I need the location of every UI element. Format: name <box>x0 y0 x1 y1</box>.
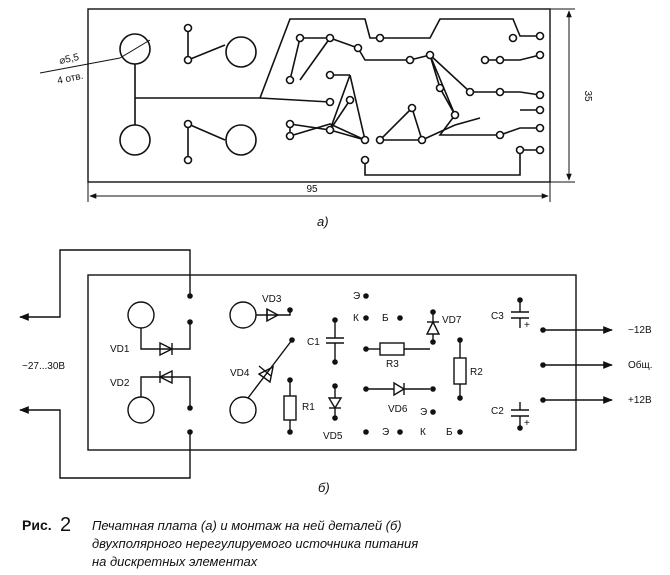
caption-line: на дискретных элементах <box>92 554 258 569</box>
subfigure-b-label: б) <box>318 480 330 495</box>
assembly-layout <box>19 249 613 479</box>
dimension-lines <box>39 8 575 202</box>
width-dimension: 95 <box>306 184 318 195</box>
pin-k-label: К <box>420 427 426 438</box>
caption-number: 2 <box>60 514 71 536</box>
caption-line: Печатная плата (а) и монтаж на ней детал… <box>92 518 402 533</box>
caption-line: двухполярного нерегулируемого источника … <box>92 536 418 551</box>
mounting-hole <box>225 124 257 156</box>
label-r3: R3 <box>386 359 399 370</box>
hole-count-label: 4 отв. <box>56 71 84 87</box>
pcb-outline <box>87 8 551 183</box>
label-r2: R2 <box>470 367 483 378</box>
input-voltage-label: ~27...30В <box>22 361 65 372</box>
assembly-pads <box>187 293 546 435</box>
hole-diameter-label: ⌀5,5 <box>58 52 80 67</box>
output-neg12-label: −12В <box>628 325 652 336</box>
label-vd5: VD5 <box>323 431 343 442</box>
label-vd2: VD2 <box>110 378 130 389</box>
label-r1: R1 <box>302 402 315 413</box>
label-vd3: VD3 <box>262 294 282 305</box>
label-vd6: VD6 <box>388 404 408 415</box>
pin-b-label: Б <box>382 313 389 324</box>
pin-e-label: Э <box>420 407 427 418</box>
polarity-plus: + <box>524 320 530 331</box>
mounting-hole <box>119 124 151 156</box>
pin-e-label: Э <box>353 291 360 302</box>
pcb-layout <box>87 8 551 183</box>
assembly-outline <box>87 274 577 451</box>
output-common-label: Общ. <box>628 359 653 371</box>
label-c3: C3 <box>491 311 504 322</box>
height-dimension: 35 <box>582 90 593 102</box>
label-vd7: VD7 <box>442 315 462 326</box>
label-vd1: VD1 <box>110 344 130 355</box>
pin-k-label: К <box>353 313 359 324</box>
output-pos12-label: +12В <box>628 395 652 406</box>
label-c1: C1 <box>307 337 320 348</box>
pin-b-label: Б <box>446 427 453 438</box>
polarity-plus: + <box>524 418 530 429</box>
subfigure-a-label: а) <box>317 214 329 229</box>
label-c2: C2 <box>491 406 504 417</box>
label-vd4: VD4 <box>230 368 250 379</box>
mounting-hole <box>225 36 257 68</box>
caption-prefix: Рис. <box>22 517 52 533</box>
pin-e-label: Э <box>382 427 389 438</box>
